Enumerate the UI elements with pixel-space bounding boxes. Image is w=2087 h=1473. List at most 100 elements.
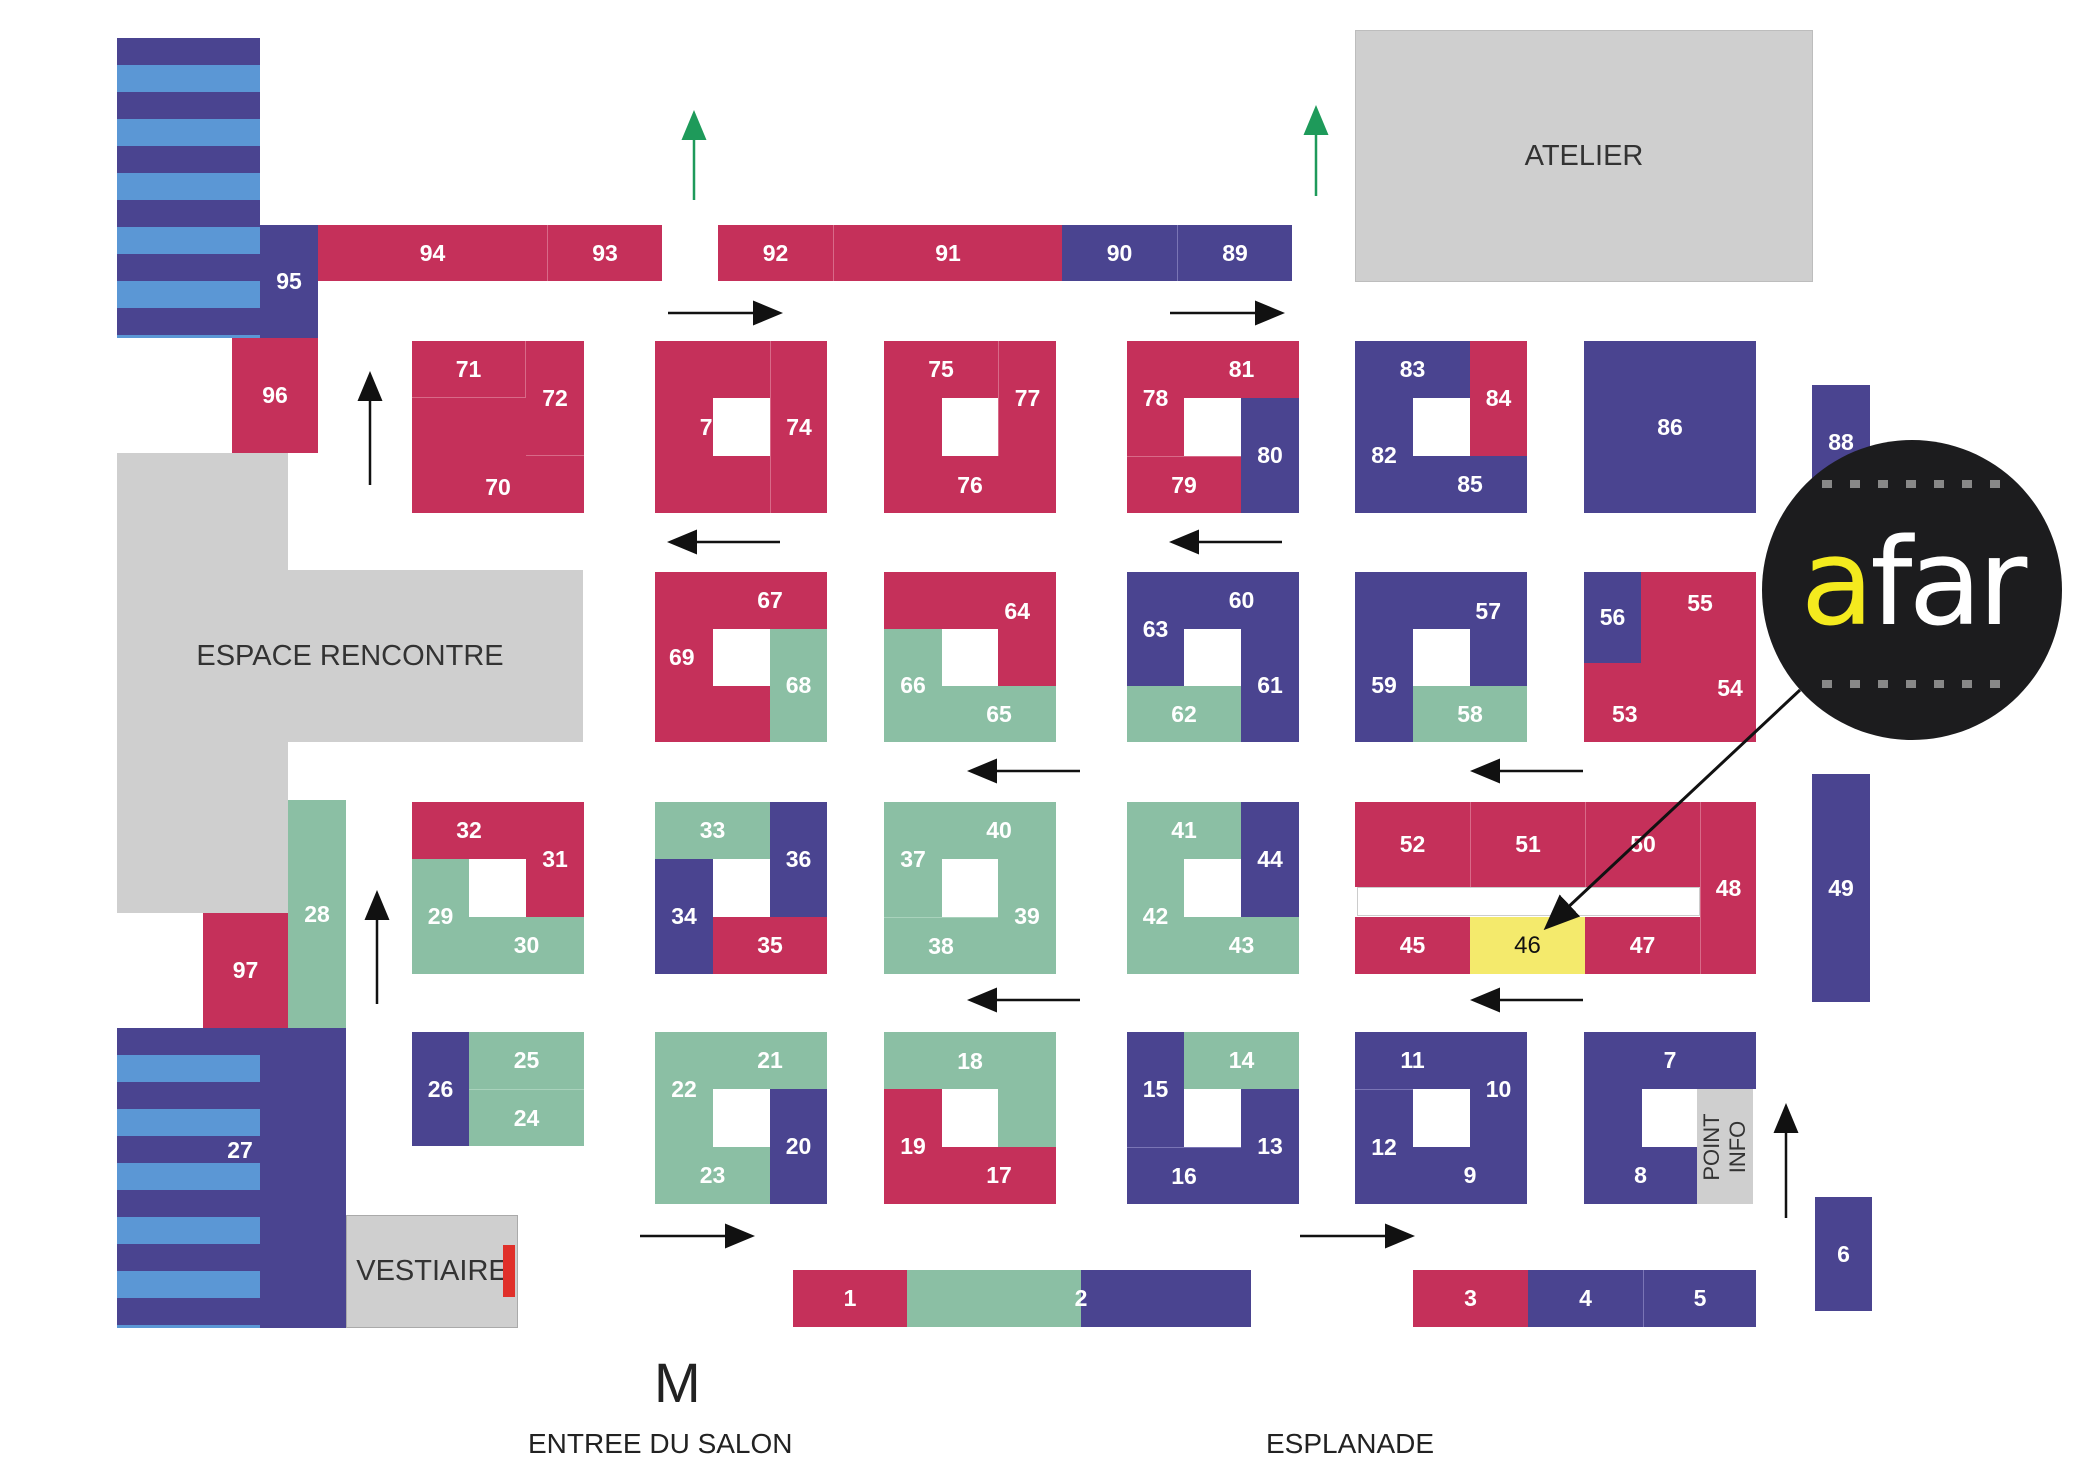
booth-68[interactable]: 68 bbox=[770, 629, 827, 742]
booth-38[interactable]: 38 bbox=[884, 917, 998, 974]
booth-95[interactable]: 95 bbox=[260, 225, 318, 338]
booth-85[interactable]: 85 bbox=[1413, 456, 1527, 513]
booth-86[interactable]: 86 bbox=[1584, 341, 1756, 513]
booth-94[interactable]: 94 bbox=[318, 225, 547, 281]
booth-11[interactable]: 11 bbox=[1355, 1032, 1470, 1089]
booth-90[interactable]: 90 bbox=[1062, 225, 1177, 281]
booth-28[interactable]: 28 bbox=[288, 800, 346, 1028]
booth-29[interactable]: 29 bbox=[412, 859, 469, 974]
espace-rencontre-zone[interactable]: ESPACE RENCONTRE bbox=[117, 570, 583, 742]
booth-27[interactable]: 27 bbox=[227, 1136, 253, 1163]
booth-89[interactable]: 89 bbox=[1177, 225, 1292, 281]
booth-40[interactable]: 40 bbox=[942, 802, 1056, 859]
booth-17[interactable]: 17 bbox=[942, 1147, 1056, 1204]
booth-61[interactable]: 61 bbox=[1241, 629, 1299, 742]
booth-59[interactable]: 59 bbox=[1355, 629, 1413, 742]
booth-31[interactable]: 31 bbox=[526, 802, 584, 917]
booth-45[interactable]: 45 bbox=[1355, 917, 1470, 974]
booth-12[interactable]: 12 bbox=[1355, 1089, 1413, 1204]
booth-34[interactable]: 34 bbox=[655, 859, 713, 974]
booth-60[interactable]: 60 bbox=[1184, 572, 1299, 629]
booth-44[interactable]: 44 bbox=[1241, 802, 1299, 917]
vestiaire-zone[interactable]: VESTIAIRE bbox=[346, 1215, 518, 1328]
booth-72[interactable]: 72 bbox=[526, 341, 584, 456]
booth-hole bbox=[1642, 1089, 1697, 1147]
booth-25[interactable]: 25 bbox=[469, 1032, 584, 1089]
booth-10[interactable]: 10 bbox=[1470, 1032, 1527, 1147]
booth-97[interactable]: 97 bbox=[203, 913, 288, 1028]
booth-92[interactable]: 92 bbox=[718, 225, 833, 281]
booth-78[interactable]: 78 bbox=[1127, 341, 1184, 456]
booth-22[interactable]: 22 bbox=[655, 1032, 713, 1147]
booth-58[interactable]: 58 bbox=[1413, 686, 1527, 742]
booth-82[interactable]: 82 bbox=[1355, 398, 1413, 513]
booth-35[interactable]: 35 bbox=[713, 917, 827, 974]
booth-hole bbox=[713, 1089, 770, 1147]
booth-50[interactable]: 50 bbox=[1585, 802, 1700, 887]
booth-67[interactable]: 67 bbox=[713, 572, 827, 629]
booth-32[interactable]: 32 bbox=[412, 802, 526, 859]
booth-43[interactable]: 43 bbox=[1184, 917, 1299, 974]
booth-hole bbox=[1413, 398, 1470, 456]
atelier-zone[interactable]: ATELIER bbox=[1355, 30, 1813, 282]
booth-73[interactable]: 73 bbox=[655, 341, 770, 513]
booth-55[interactable]: 55 bbox=[1687, 589, 1713, 616]
booth-63[interactable]: 63 bbox=[1127, 572, 1184, 686]
booth-69[interactable]: 69 bbox=[655, 572, 770, 742]
booth-51[interactable]: 51 bbox=[1470, 802, 1585, 887]
booth-65[interactable]: 65 bbox=[942, 686, 1056, 742]
booth-2[interactable]: 2 bbox=[1074, 1285, 1088, 1311]
booth-75[interactable]: 75 bbox=[884, 341, 998, 398]
booth-83[interactable]: 83 bbox=[1355, 341, 1470, 398]
booth-36[interactable]: 36 bbox=[770, 802, 827, 917]
booth-54[interactable]: 54 bbox=[1717, 674, 1743, 701]
booth-52[interactable]: 52 bbox=[1355, 802, 1470, 887]
booth-91[interactable]: 91 bbox=[833, 225, 1062, 281]
booth-27-strip bbox=[260, 1028, 346, 1328]
booth-39[interactable]: 39 bbox=[998, 859, 1056, 974]
booth-5[interactable]: 5 bbox=[1643, 1270, 1756, 1327]
booth-74[interactable]: 74 bbox=[770, 341, 827, 513]
booth-66[interactable]: 66 bbox=[884, 629, 942, 742]
booth-16[interactable]: 16 bbox=[1127, 1147, 1241, 1204]
booth-14[interactable]: 14 bbox=[1184, 1032, 1299, 1089]
booth-81[interactable]: 81 bbox=[1184, 341, 1299, 398]
booth-2-navy bbox=[1081, 1270, 1251, 1327]
booth-13[interactable]: 13 bbox=[1241, 1089, 1299, 1204]
booth-20[interactable]: 20 bbox=[770, 1089, 827, 1204]
booth-7[interactable]: 7 bbox=[1584, 1032, 1756, 1089]
booth-37[interactable]: 37 bbox=[884, 802, 942, 917]
booth-33[interactable]: 33 bbox=[655, 802, 770, 859]
booth-19[interactable]: 19 bbox=[884, 1089, 942, 1204]
booth-30[interactable]: 30 bbox=[469, 917, 584, 974]
booth-96[interactable]: 96 bbox=[232, 338, 318, 453]
booth-hole bbox=[942, 629, 998, 686]
booth-47[interactable]: 47 bbox=[1585, 917, 1700, 974]
booth-hole bbox=[1184, 859, 1241, 917]
booth-42[interactable]: 42 bbox=[1127, 859, 1184, 974]
booth-6[interactable]: 6 bbox=[1815, 1197, 1872, 1311]
booth-15[interactable]: 15 bbox=[1127, 1032, 1184, 1147]
booth-4[interactable]: 4 bbox=[1528, 1270, 1643, 1327]
booth-26[interactable]: 26 bbox=[412, 1032, 469, 1146]
booth-84[interactable]: 84 bbox=[1470, 341, 1527, 456]
booth-49[interactable]: 49 bbox=[1812, 774, 1870, 1002]
booth-48[interactable]: 48 bbox=[1700, 802, 1756, 974]
booth-23[interactable]: 23 bbox=[655, 1147, 770, 1204]
booth-71[interactable]: 71 bbox=[412, 341, 526, 398]
booth-56[interactable]: 56 bbox=[1584, 572, 1641, 663]
booth-1[interactable]: 1 bbox=[793, 1270, 907, 1327]
booth-3[interactable]: 3 bbox=[1413, 1270, 1528, 1327]
booth-80[interactable]: 80 bbox=[1241, 398, 1299, 513]
booth-24[interactable]: 24 bbox=[469, 1089, 584, 1146]
booth-93[interactable]: 93 bbox=[547, 225, 662, 281]
booth-41[interactable]: 41 bbox=[1127, 802, 1241, 859]
booth-21[interactable]: 21 bbox=[713, 1032, 827, 1089]
booth-62[interactable]: 62 bbox=[1127, 686, 1241, 742]
booth-79[interactable]: 79 bbox=[1127, 456, 1241, 513]
booth-9[interactable]: 9 bbox=[1413, 1147, 1527, 1204]
booth-8[interactable]: 8 bbox=[1584, 1147, 1697, 1204]
booth-77[interactable]: 77 bbox=[998, 341, 1056, 456]
